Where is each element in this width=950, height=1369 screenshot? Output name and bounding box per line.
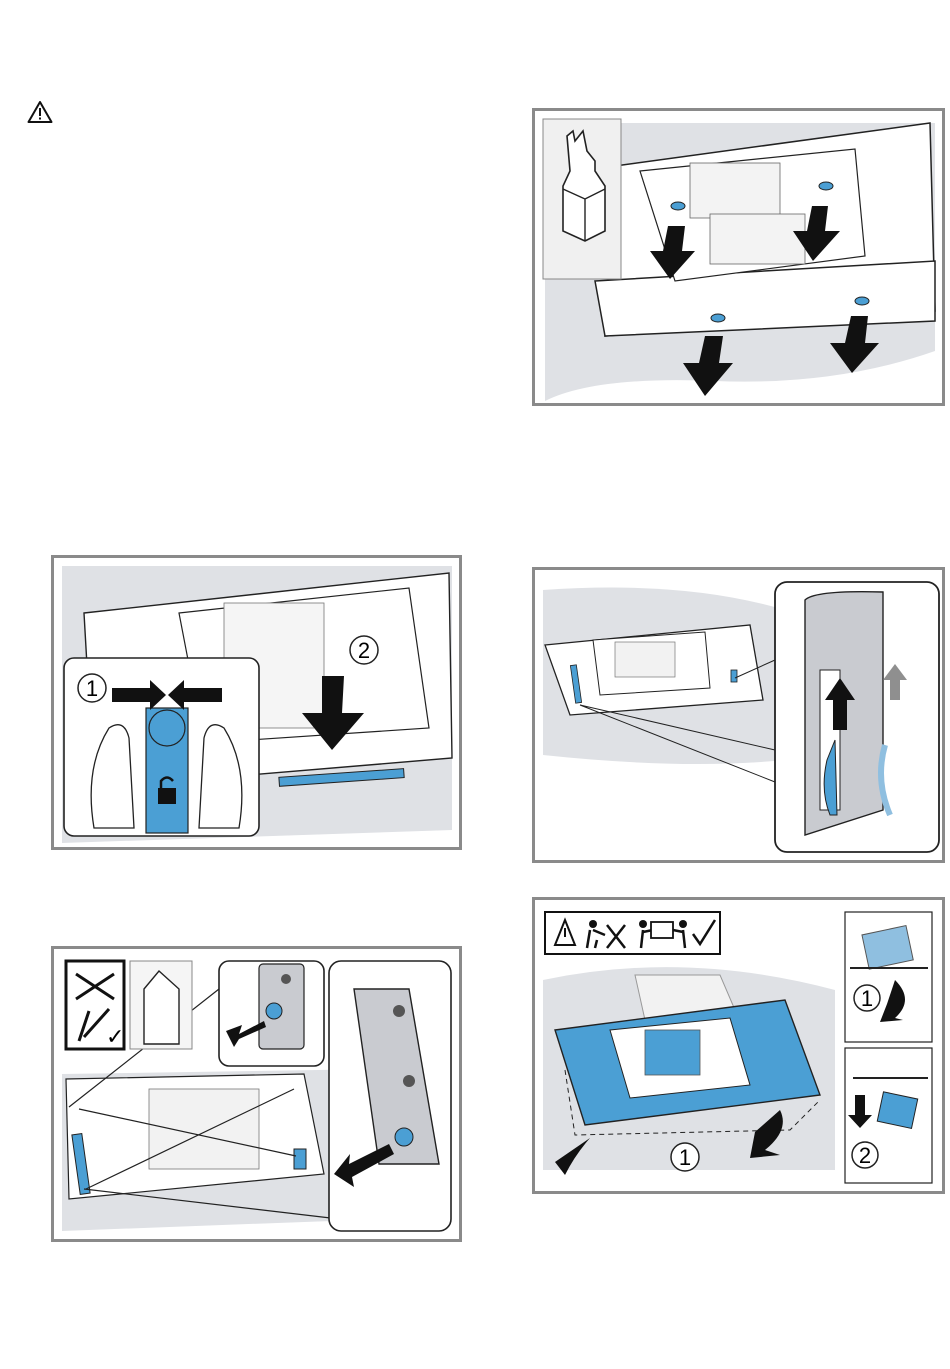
step-2-label: 2 — [859, 1143, 871, 1168]
figure-unhook-filter-drawing — [535, 570, 942, 860]
figure-remove-screws — [532, 108, 945, 406]
figure-remove-spacers-drawing: ✓ — [54, 949, 459, 1239]
figure-release-filter: 2 1 — [51, 555, 462, 850]
warning-triangle-icon — [27, 100, 53, 124]
hex-bit-icon — [130, 961, 192, 1049]
figure-tilt-panel: 1 1 2 — [532, 897, 945, 1194]
figure-release-filter-drawing: 2 1 — [54, 558, 459, 847]
figure-unhook-filter — [532, 567, 945, 863]
figure-tilt-panel-drawing: 1 1 2 — [535, 900, 942, 1191]
figure-remove-screws-drawing — [535, 111, 942, 403]
check-mark: ✓ — [106, 1024, 124, 1049]
step-1-label: 1 — [86, 676, 98, 701]
step-2-label: 2 — [358, 638, 370, 663]
two-person-lift-icon — [545, 912, 720, 954]
step-1-inset-label: 1 — [861, 986, 873, 1011]
step-1-label: 1 — [679, 1145, 691, 1170]
torx-bit-icon — [543, 119, 621, 279]
figure-remove-spacers: ✓ — [51, 946, 462, 1242]
